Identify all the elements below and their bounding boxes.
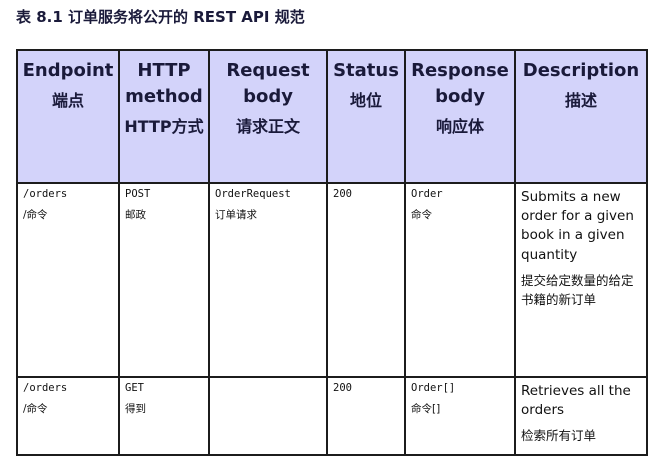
header-response-body: Response body 响应体 [404, 49, 516, 184]
status-value: 200 [333, 382, 352, 394]
response-body-value-zh: 命令[] [411, 403, 441, 415]
endpoint-value-zh: /命令 [23, 209, 48, 221]
cell-response-body: Order 命令 [404, 182, 516, 378]
method-value-zh: 得到 [125, 403, 146, 415]
response-body-value-zh: 命令 [411, 209, 432, 221]
header-request-en-2: body [243, 86, 293, 107]
header-status: Status 地位 [326, 49, 406, 184]
api-spec-table: Endpoint 端点 HTTP method HTTP方式 Request b… [16, 49, 648, 456]
header-response-en-2: body [435, 86, 485, 107]
cell-request-body [208, 376, 328, 456]
description-value-zh: 提交给定数量的给定书籍的新订单 [521, 272, 634, 308]
header-request-en-1: Request [226, 60, 310, 81]
header-row: Endpoint 端点 HTTP method HTTP方式 Request b… [16, 49, 648, 184]
cell-request-body: OrderRequest 订单请求 [208, 182, 328, 378]
description-value-zh: 检索所有订单 [521, 428, 597, 444]
method-value: POST [125, 188, 151, 200]
header-description: Description 描述 [514, 49, 648, 184]
header-request-zh: 请求正文 [235, 117, 300, 136]
header-endpoint-en: Endpoint [22, 60, 114, 81]
request-body-value-zh: 订单请求 [215, 209, 257, 221]
endpoint-value: /orders [23, 382, 68, 394]
description-value: Submits a new order for a given book in … [521, 189, 634, 263]
header-method-zh: HTTP方式 [124, 117, 204, 136]
header-status-en: Status [333, 60, 399, 81]
header-method-en-2: method [125, 86, 203, 107]
table-row: /orders /命令 POST 邮政 OrderRequest 订单请求 20… [16, 182, 648, 378]
header-description-zh: 描述 [564, 91, 597, 110]
header-status-zh: 地位 [349, 91, 382, 110]
cell-description: Retrieves all the orders 检索所有订单 [514, 376, 648, 456]
cell-response-body: Order[] 命令[] [404, 376, 516, 456]
cell-method: GET 得到 [118, 376, 210, 456]
endpoint-value: /orders [23, 188, 68, 200]
header-response-zh: 响应体 [435, 117, 484, 136]
cell-endpoint: /orders /命令 [16, 182, 120, 378]
cell-status: 200 [326, 376, 406, 456]
table-caption: 表 8.1 订单服务将公开的 REST API 规范 [16, 8, 305, 26]
method-value: GET [125, 382, 144, 394]
cell-endpoint: /orders /命令 [16, 376, 120, 456]
header-description-en: Description [522, 60, 640, 81]
header-endpoint-zh: 端点 [51, 91, 84, 110]
response-body-value: Order[] [411, 382, 456, 394]
table-row: /orders /命令 GET 得到 200 Order[] 命令[] Retr… [16, 376, 648, 456]
description-value: Retrieves all the orders [521, 383, 631, 419]
header-endpoint: Endpoint 端点 [16, 49, 120, 184]
cell-description: Submits a new order for a given book in … [514, 182, 648, 378]
response-body-value: Order [411, 188, 443, 200]
header-response-en-1: Response [411, 60, 509, 81]
endpoint-value-zh: /命令 [23, 403, 48, 415]
cell-method: POST 邮政 [118, 182, 210, 378]
header-method-en-1: HTTP [137, 60, 191, 81]
header-request-body: Request body 请求正文 [208, 49, 328, 184]
request-body-value: OrderRequest [215, 188, 291, 200]
header-http-method: HTTP method HTTP方式 [118, 49, 210, 184]
cell-status: 200 [326, 182, 406, 378]
method-value-zh: 邮政 [125, 209, 146, 221]
status-value: 200 [333, 188, 352, 200]
